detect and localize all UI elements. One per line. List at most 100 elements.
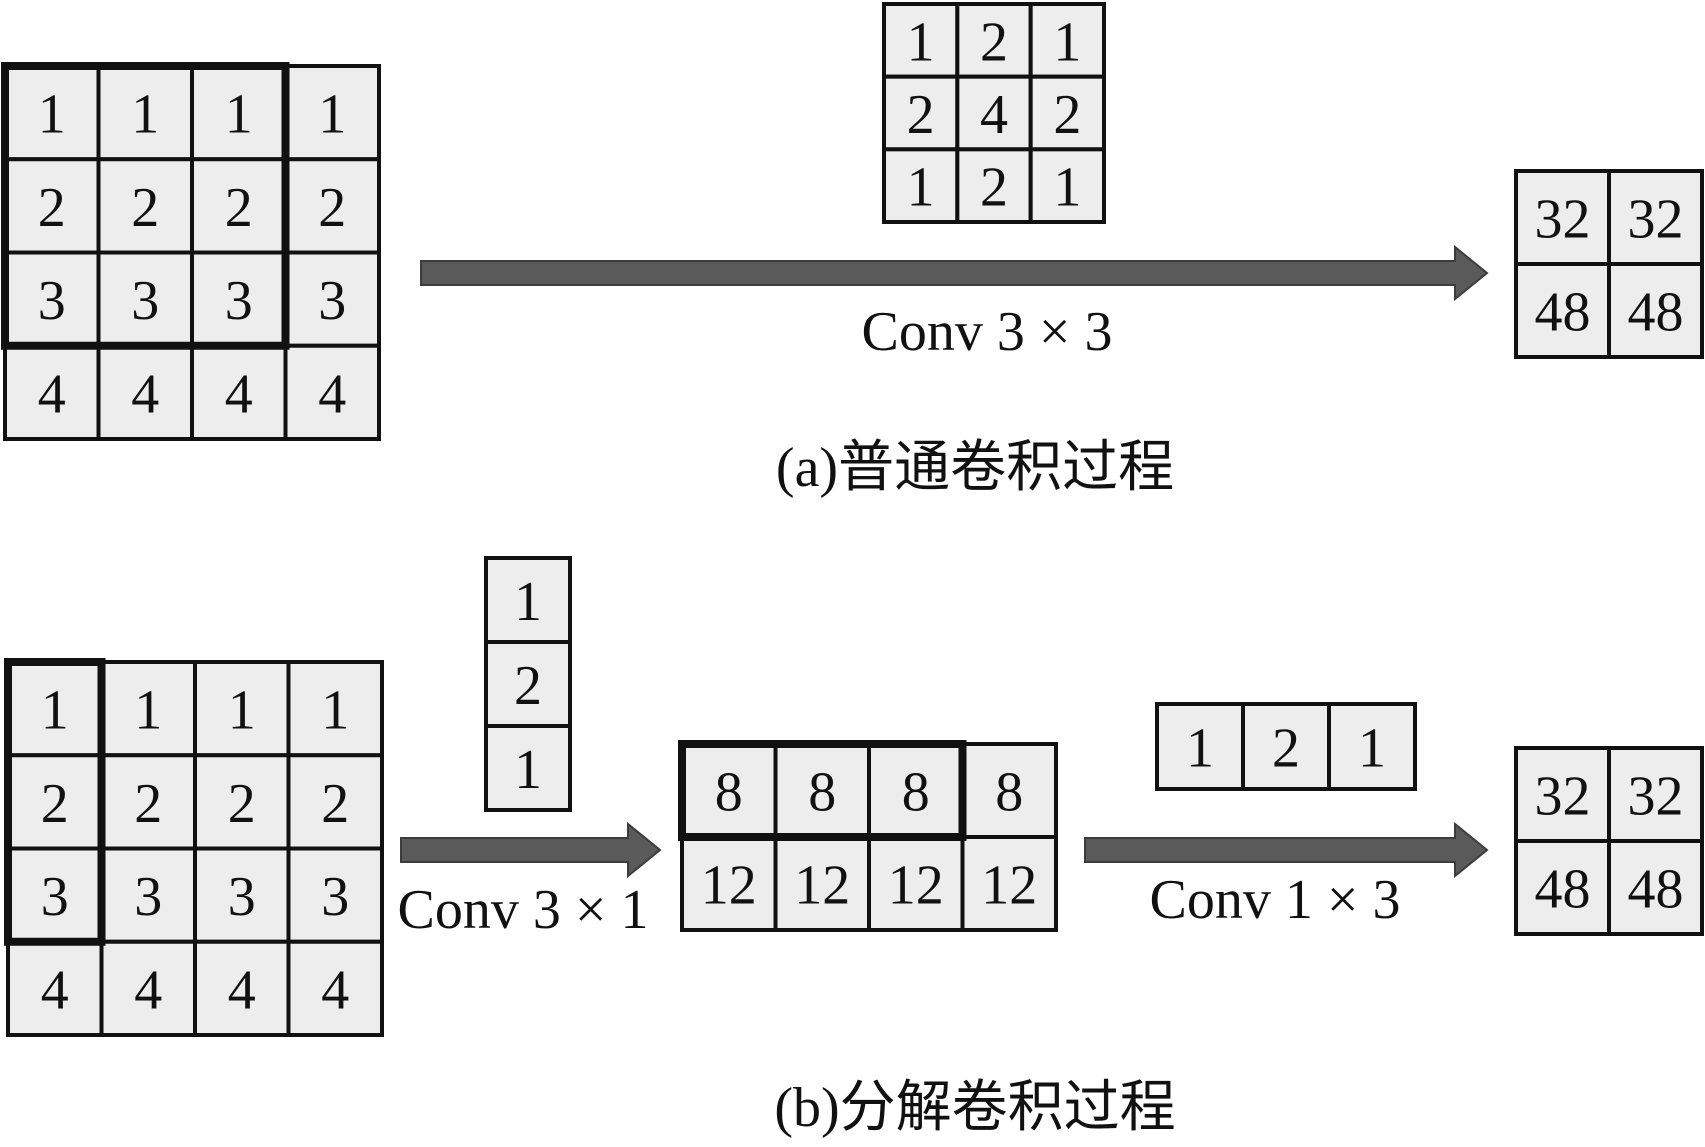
grid-cell — [1241, 702, 1331, 791]
grid-cell — [882, 74, 960, 152]
grid-cell-value: 2 — [980, 11, 1008, 73]
grid-cell-value: 2 — [38, 177, 66, 239]
grid-cell-value: 1 — [134, 680, 162, 742]
grid-cell-value: 3 — [321, 866, 349, 928]
grid-cell-value: 2 — [41, 773, 69, 835]
grid-cell-value: 3 — [41, 866, 69, 928]
grid-cell — [286, 846, 384, 944]
grid-cell-value: 2 — [134, 773, 162, 835]
grid-cell — [1607, 169, 1704, 266]
grid-cell-value: 4 — [134, 959, 162, 1021]
grid-cell-value: 32 — [1628, 189, 1684, 251]
grid-cell-value: 1 — [1186, 718, 1214, 780]
grid-cell — [484, 724, 572, 812]
grid-cell-value: 1 — [1053, 11, 1081, 73]
grid-cell — [1607, 839, 1704, 936]
grid-cell-value: 32 — [1535, 189, 1591, 251]
grid-cell-value: 4 — [228, 959, 256, 1021]
receptive-field-highlight — [1, 62, 290, 350]
grid-cell-value: 1 — [225, 84, 253, 146]
grid-cell — [960, 835, 1058, 932]
grid-cell — [1514, 169, 1611, 266]
grid-cell-value: 8 — [715, 762, 743, 824]
output-grid-a: 32 32 48 48 — [1514, 169, 1704, 359]
conv3x1-label: Conv 3 × 1 — [398, 879, 649, 941]
grid-cell-value: 1 — [318, 84, 346, 146]
kernel-3x1-grid: 121 — [484, 556, 572, 812]
grid-cell-value: 8 — [808, 762, 836, 824]
grid-cell-value: 3 — [38, 270, 66, 332]
grid-cell-value: 2 — [1272, 718, 1300, 780]
grid-cell-value: 4 — [321, 959, 349, 1021]
conv3x3-label: Conv 3 × 3 — [862, 301, 1113, 363]
grid-cell — [867, 835, 965, 932]
arrow-conv3x1 — [400, 821, 662, 879]
grid-cell — [1028, 74, 1106, 152]
grid-cell-value: 48 — [1628, 282, 1684, 344]
grid-cell — [1514, 839, 1611, 936]
grid-cell — [96, 157, 194, 255]
grid-cell-value: 1 — [131, 84, 159, 146]
grid-cell-value: 1 — [41, 680, 69, 742]
grid-cell-value: 1 — [907, 11, 935, 73]
grid-cell-value: 3 — [134, 866, 162, 928]
arrow-conv3x3 — [420, 244, 1489, 302]
arrows-layer — [400, 244, 1489, 879]
grid-cell — [882, 2, 960, 79]
grid-cell — [6, 660, 104, 758]
grid-cell-value: 48 — [1535, 859, 1591, 921]
grid-cell-value: 12 — [981, 855, 1037, 917]
caption-a: (a)普通卷积过程 — [776, 437, 1174, 499]
receptive-field-highlight — [4, 658, 106, 946]
grid-cell-value: 2 — [907, 84, 935, 146]
grid-cell-value: 32 — [1628, 766, 1684, 828]
grid-cell — [1155, 702, 1245, 791]
grid-cell — [283, 64, 381, 162]
grid-cell-value: 4 — [225, 363, 253, 425]
grid-cell-value: 4 — [980, 84, 1008, 146]
grid-cell-value: 4 — [131, 363, 159, 425]
grid-cell-value: 12 — [794, 855, 850, 917]
grid-cell-value: 1 — [907, 157, 935, 219]
grid-cell-value: 1 — [38, 84, 66, 146]
labels-layer: Conv 3 × 3 (a)普通卷积过程 Conv 3 × 1 Conv 1 ×… — [398, 301, 1401, 1139]
grid-cell-value: 2 — [1053, 84, 1081, 146]
grid-cell — [1607, 262, 1704, 359]
grid-cell — [286, 939, 384, 1037]
grid-cell — [283, 250, 381, 348]
grid-cell-value: 12 — [701, 855, 757, 917]
grid-cell-value: 4 — [318, 363, 346, 425]
grid-cell-value: 2 — [228, 773, 256, 835]
grid-cell-value: 1 — [514, 571, 542, 633]
grid-cell — [99, 753, 197, 851]
grid-cell-value: 8 — [995, 762, 1023, 824]
grid-cell — [193, 939, 291, 1037]
grid-cell — [6, 939, 104, 1037]
caption-b: (b)分解卷积过程 — [774, 1077, 1175, 1139]
grid-cell — [3, 343, 101, 441]
grid-cell-value: 8 — [902, 762, 930, 824]
grid-cell-value: 2 — [980, 157, 1008, 219]
grid-cell-value: 48 — [1535, 282, 1591, 344]
grid-cell — [484, 556, 572, 644]
grid-cell-value: 1 — [1358, 718, 1386, 780]
grid-cell-value: 2 — [318, 177, 346, 239]
receptive-field-highlight — [678, 740, 967, 841]
grid-cell — [99, 939, 197, 1037]
grid-cell-value: 2 — [225, 177, 253, 239]
grid-cell — [680, 835, 778, 932]
grid-cell — [1514, 746, 1611, 843]
grid-cell-value: 1 — [228, 680, 256, 742]
arrow-conv1x3 — [1084, 821, 1489, 879]
grid-cell — [286, 660, 384, 758]
grid-cell-value: 3 — [225, 270, 253, 332]
grid-cell-value: 32 — [1535, 766, 1591, 828]
grid-cell — [484, 640, 572, 728]
